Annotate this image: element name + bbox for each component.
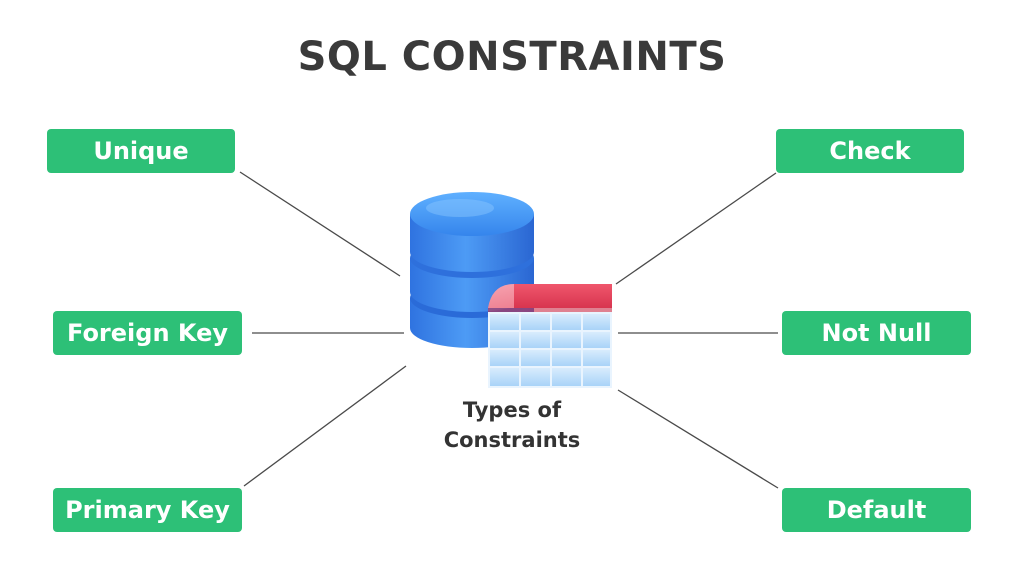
constraint-not-null: Not Null (782, 311, 971, 355)
constraint-primary-key: Primary Key (53, 488, 242, 532)
database-table-icon (410, 192, 612, 388)
connector-default (617, 389, 779, 489)
center-label-line1: Types of (462, 398, 562, 422)
center-label-line2: Constraints (443, 428, 581, 452)
connector-primary-key (243, 365, 407, 487)
constraint-check: Check (776, 129, 964, 173)
constraint-foreign-key: Foreign Key (53, 311, 242, 355)
constraint-unique: Unique (47, 129, 235, 173)
diagram-title: SQL CONSTRAINTS (297, 34, 727, 80)
table-sheet (488, 284, 612, 388)
connector-check (615, 172, 777, 285)
connector-unique (239, 171, 401, 277)
center-label: Types of Constraints (412, 395, 612, 455)
constraint-default: Default (782, 488, 971, 532)
